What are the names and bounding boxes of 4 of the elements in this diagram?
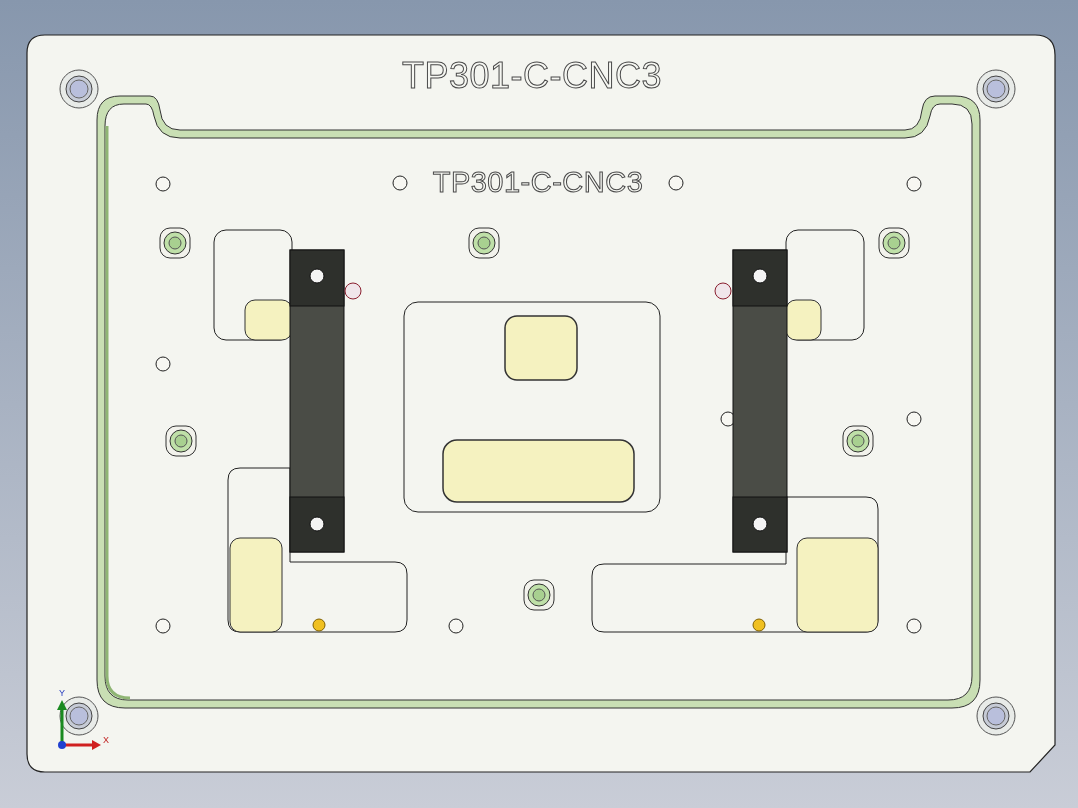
engraved-part-number: TP301-C-CNC3 bbox=[432, 167, 644, 197]
axis-label: X bbox=[103, 735, 109, 745]
axis-label: Y bbox=[59, 688, 65, 698]
engraved-part-number: TP301-C-CNC3 bbox=[401, 58, 663, 94]
